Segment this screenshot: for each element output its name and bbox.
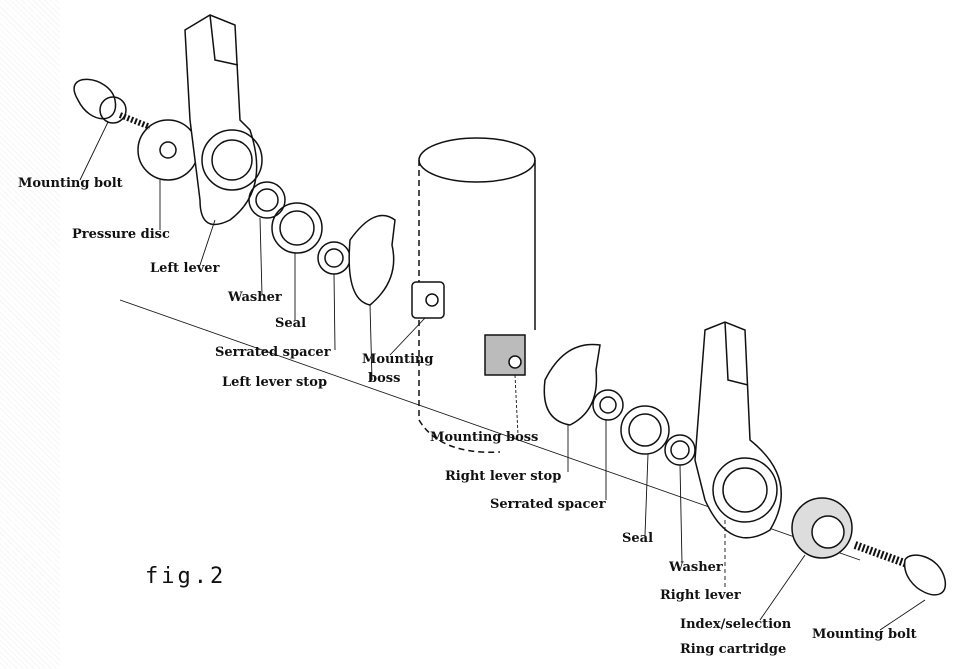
right-lever-stop <box>543 343 601 426</box>
right-serrated-spacer <box>592 389 624 421</box>
left-serrated-spacer <box>317 241 351 275</box>
label-pressure-disc: Pressure disc <box>72 227 170 242</box>
label-left-mounting-boss-1: Mounting <box>362 352 434 367</box>
right-mounting-bolt <box>853 541 946 596</box>
label-left-lever-stop: Left lever stop <box>222 375 328 390</box>
pressure-disc <box>137 119 199 181</box>
right-lever <box>694 321 782 539</box>
label-right-mounting-boss: Mounting boss <box>430 430 539 445</box>
label-right-lever-stop: Right lever stop <box>445 469 562 484</box>
label-left-washer: Washer <box>228 290 282 305</box>
label-right-washer: Washer <box>669 560 723 575</box>
pressure-disc-hole <box>159 141 177 159</box>
left-lever <box>184 14 263 226</box>
label-left-lever: Left lever <box>150 261 220 276</box>
label-ring-cartridge: Ring cartridge <box>680 642 787 657</box>
left-mounting-boss <box>411 281 445 319</box>
left-washer <box>248 181 286 219</box>
label-right-serrated-spacer: Serrated spacer <box>490 497 606 512</box>
label-index-selection: Index/selection <box>680 617 792 632</box>
right-mounting-boss <box>484 334 526 376</box>
figure-label: fig.2 <box>145 564 227 589</box>
left-seal <box>271 202 323 254</box>
label-left-mounting-boss-2: boss <box>368 371 401 386</box>
label-left-mounting-bolt: Mounting bolt <box>18 176 123 191</box>
right-washer <box>664 434 696 466</box>
index-ring-cartridge <box>791 497 853 559</box>
scan-noise <box>0 0 60 669</box>
label-right-mounting-bolt: Mounting bolt <box>812 627 917 642</box>
leader-lines <box>79 121 926 631</box>
label-left-seal: Seal <box>275 316 307 331</box>
left-lever-stop <box>348 214 396 306</box>
label-left-serrated-spacer: Serrated spacer <box>215 345 331 360</box>
label-right-seal: Seal <box>622 531 654 546</box>
right-seal <box>620 405 670 455</box>
left-mounting-bolt <box>73 78 152 130</box>
label-right-lever: Right lever <box>660 588 741 603</box>
